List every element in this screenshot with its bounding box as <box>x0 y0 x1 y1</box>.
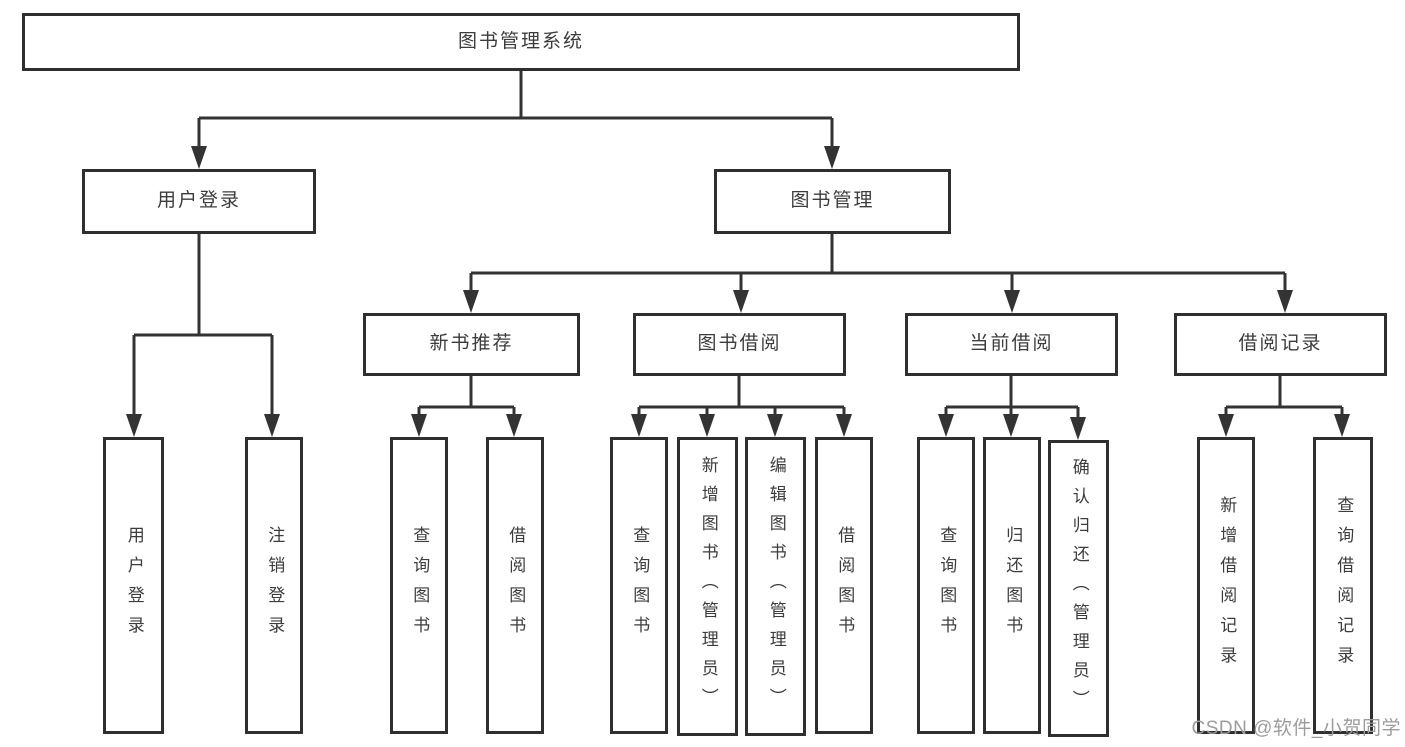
csdn-watermark: CSDN @软件_小贺同学 <box>1191 718 1401 739</box>
node-book-management: 图书管理 <box>714 169 951 234</box>
arrowhead-icons <box>126 146 1350 440</box>
leaf-query-borrow-record: 查询借阅记录 <box>1313 437 1373 734</box>
leaf-user-login: 用户登录 <box>103 437 164 734</box>
leaf-query-books-borrow: 查询图书 <box>610 437 668 734</box>
leaf-confirm-return-admin: 确认归还（管理员） <box>1048 440 1109 737</box>
leaf-borrow-books: 借阅图书 <box>815 437 873 734</box>
leaf-query-books-current: 查询图书 <box>917 437 975 734</box>
node-borrow-records: 借阅记录 <box>1174 313 1387 376</box>
leaf-query-books-recommend: 查询图书 <box>390 437 448 734</box>
leaf-return-book: 归还图书 <box>983 437 1041 734</box>
node-current-borrow: 当前借阅 <box>905 313 1118 376</box>
node-user-login: 用户登录 <box>82 169 316 234</box>
leaf-edit-book-admin: 编辑图书（管理员） <box>745 437 806 736</box>
node-library-system: 图书管理系统 <box>22 13 1020 71</box>
leaf-add-book-admin: 新增图书（管理员） <box>677 437 738 736</box>
leaf-borrow-books-recommend: 借阅图书 <box>486 437 544 734</box>
node-book-borrow: 图书借阅 <box>633 313 846 376</box>
leaf-add-borrow-record: 新增借阅记录 <box>1197 437 1255 734</box>
node-new-book-recommend: 新书推荐 <box>363 313 580 376</box>
leaf-logout: 注销登录 <box>245 437 303 734</box>
